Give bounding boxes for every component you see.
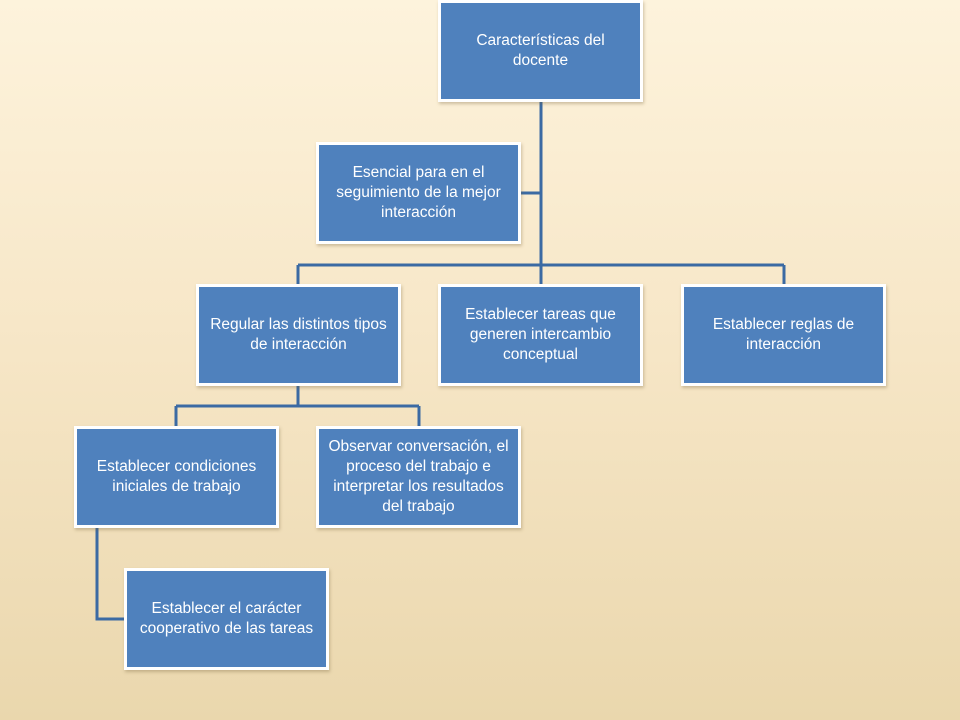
connector-condiciones-cooperativo: [95, 528, 124, 621]
node-label: Establecer condiciones iniciales de trab…: [96, 457, 257, 495]
node-regular-interaccion: Regular las distintos tipos de interacci…: [196, 284, 401, 386]
node-label: Establecer reglas de interacción: [712, 315, 855, 353]
node-label: Observar conversación, el proceso del tr…: [328, 437, 509, 516]
node-establecer-reglas: Establecer reglas de interacción: [681, 284, 886, 386]
node-label: Características del docente: [476, 31, 605, 69]
node-label: Establecer el carácter cooperativo de la…: [139, 599, 314, 637]
node-condiciones-iniciales: Establecer condiciones iniciales de trab…: [74, 426, 279, 528]
node-esencial-seguimiento: Esencial para en el seguimiento de la me…: [316, 142, 521, 244]
node-label: Regular las distintos tipos de interacci…: [210, 315, 387, 353]
node-caracter-cooperativo: Establecer el carácter cooperativo de la…: [124, 568, 329, 670]
node-establecer-tareas: Establecer tareas que generen intercambi…: [438, 284, 643, 386]
node-label: Esencial para en el seguimiento de la me…: [336, 163, 501, 222]
node-observar-conversacion: Observar conversación, el proceso del tr…: [316, 426, 521, 528]
node-label: Establecer tareas que generen intercambi…: [465, 305, 616, 364]
node-caracteristicas-docente: Características del docente: [438, 0, 643, 102]
